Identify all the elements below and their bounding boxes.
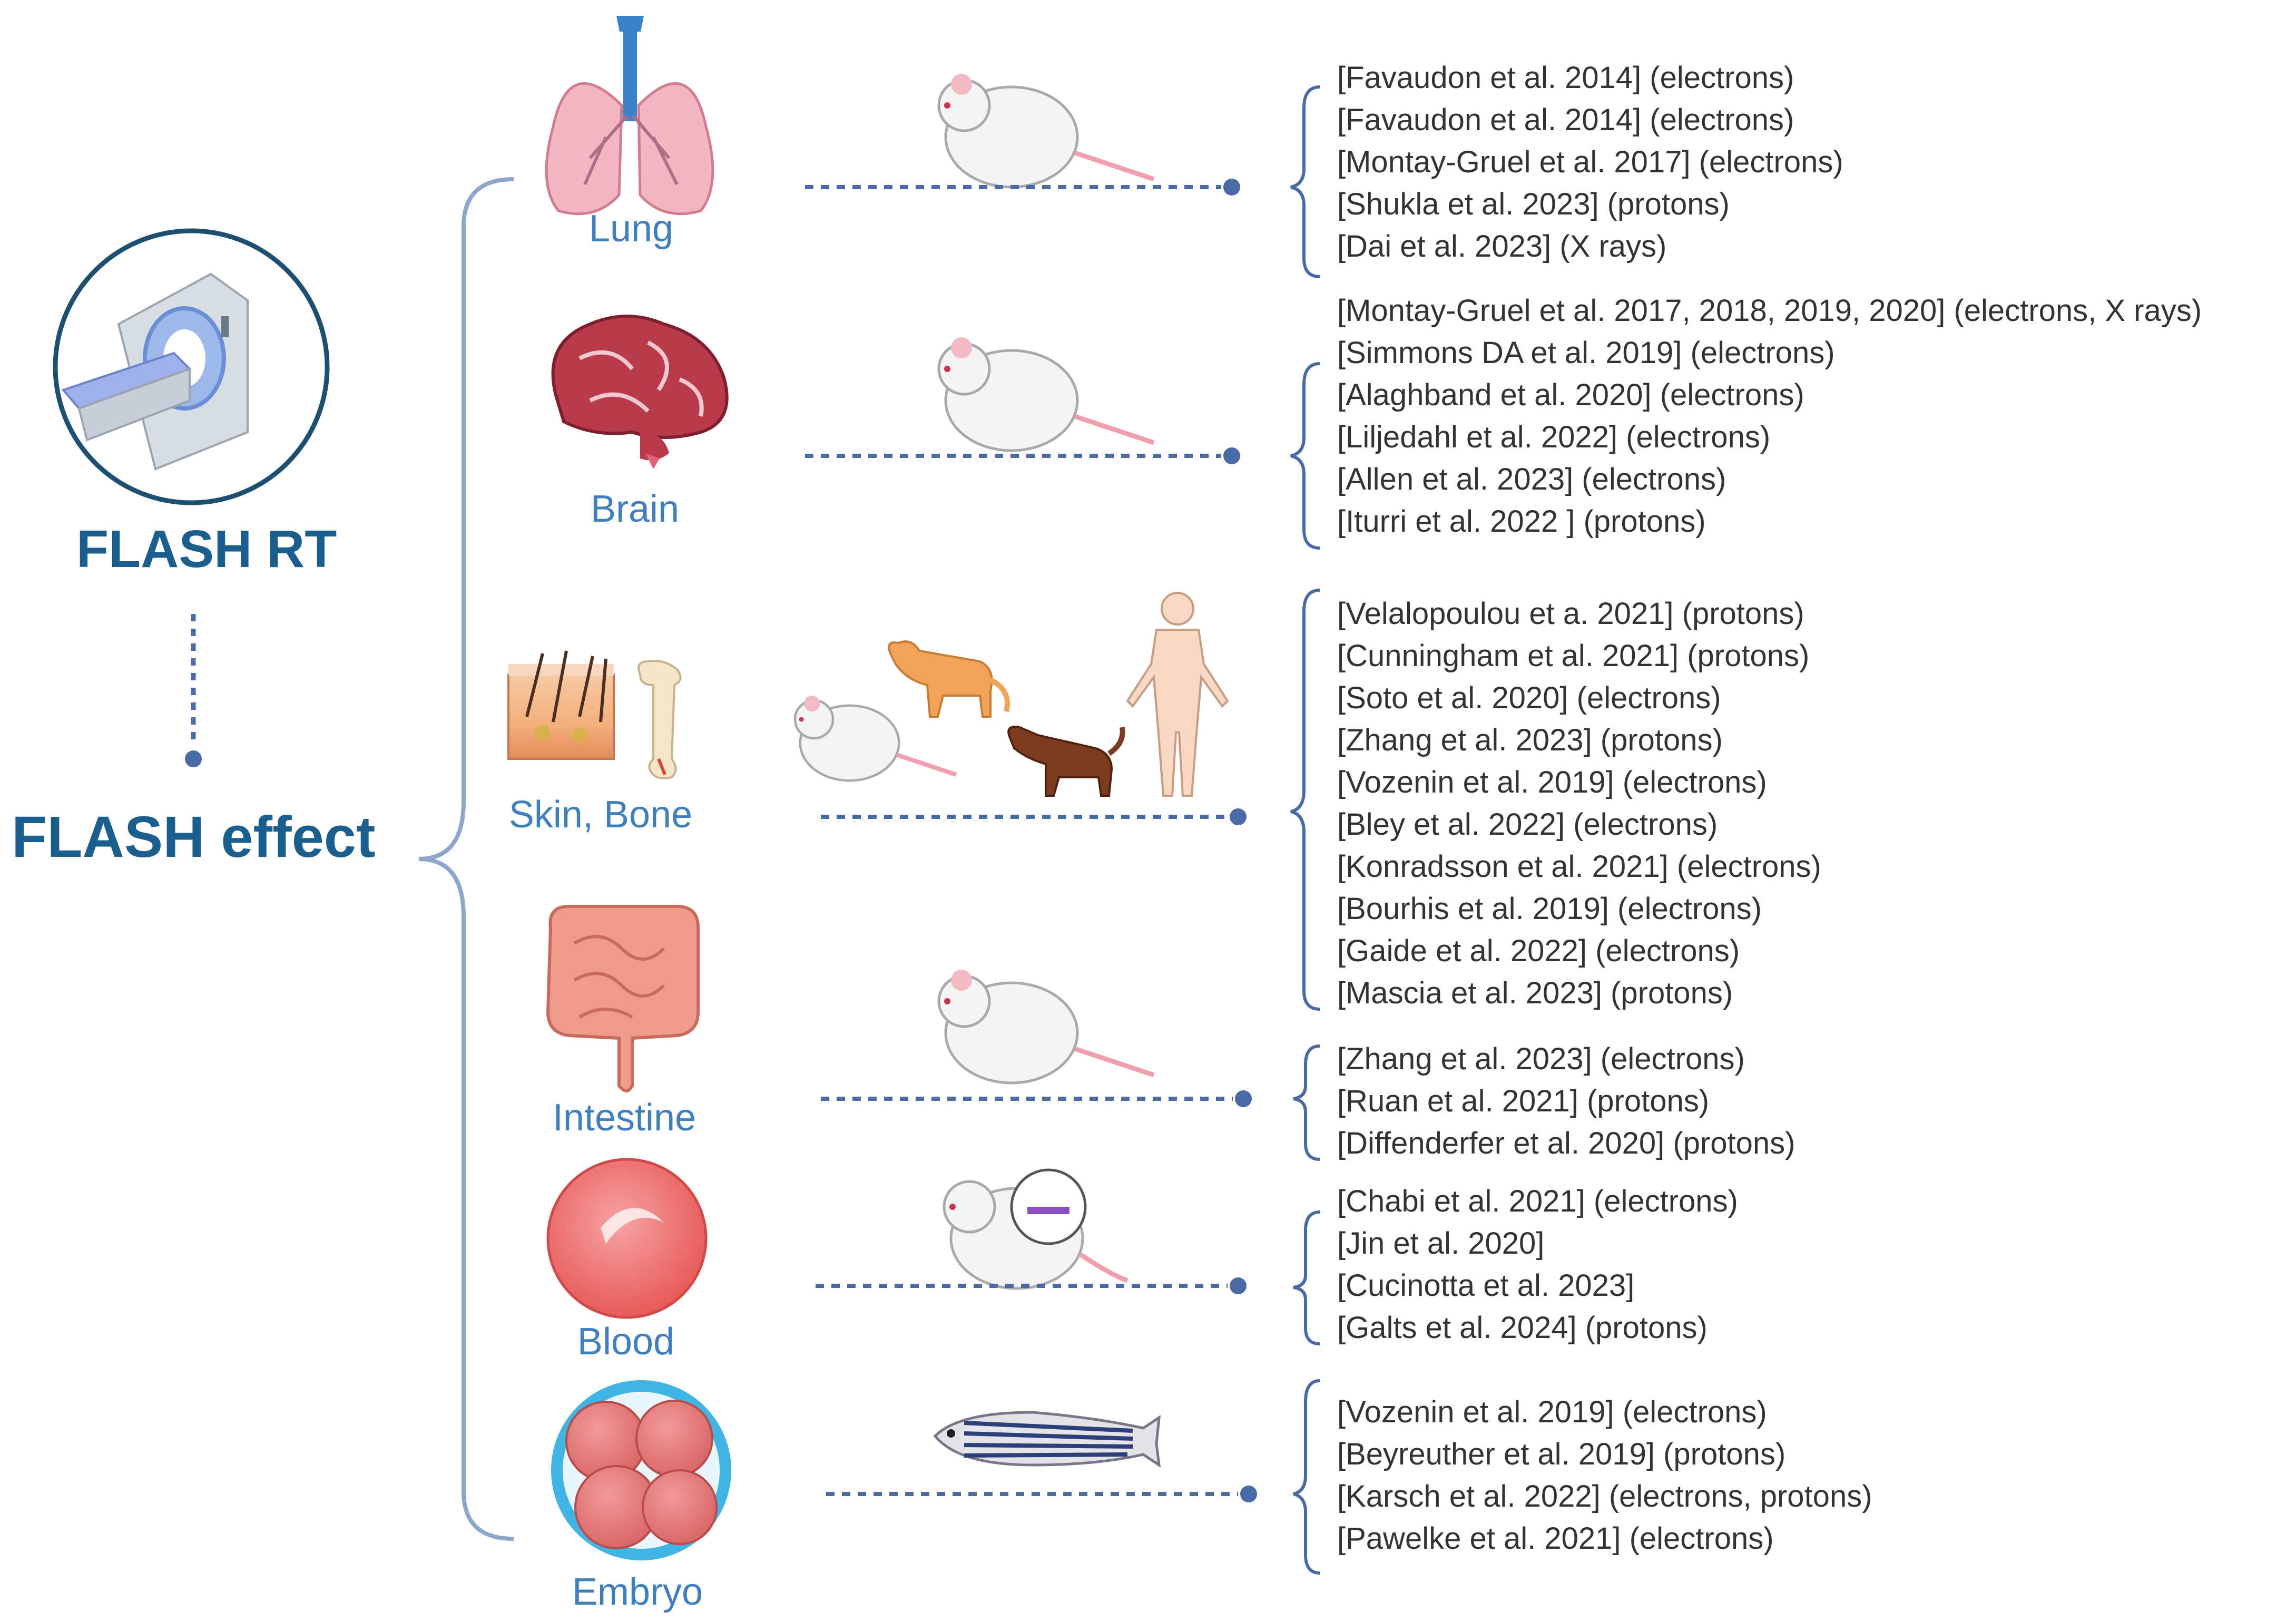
ref-bracket-lung: [1290, 85, 1320, 278]
reference-item: [Cunningham et al. 2021] (protons): [1337, 639, 1810, 673]
reference-list-embryo: [Vozenin et al. 2019] (electrons) [Beyre…: [1337, 1391, 1872, 1560]
reference-item: [Chabi et al. 2021] (electrons): [1337, 1184, 1738, 1218]
ref-bracket-brain: [1290, 362, 1320, 550]
reference-item: [Vozenin et al. 2019] (electrons): [1337, 765, 1767, 799]
reference-item: [Cucinotta et al. 2023]: [1337, 1268, 1635, 1303]
reference-item: [Favaudon et al. 2014] (electrons): [1337, 103, 1794, 137]
reference-item: [Favaudon et al. 2014] (electrons): [1337, 61, 1794, 95]
blood-cell-icon: [546, 1158, 708, 1319]
reference-item: [Shukla et al. 2023] (protons): [1337, 187, 1730, 221]
brain-icon: [551, 315, 729, 469]
organ-label-brain: Brain: [590, 488, 680, 530]
zebrafish-icon: [933, 1411, 1161, 1468]
reference-item: [Jin et al. 2020]: [1337, 1226, 1545, 1261]
reference-item: [Ruan et al. 2021] (protons): [1337, 1084, 1710, 1118]
reference-item: [Velalopoulou et a. 2021] (protons): [1337, 597, 1804, 631]
dog-icon: [1007, 726, 1125, 797]
reference-item: [Diffenderfer et al. 2020] (protons): [1337, 1126, 1795, 1160]
reference-item: [Pawelke et al. 2021] (electrons): [1337, 1521, 1774, 1556]
ref-bracket-intestine: [1293, 1044, 1320, 1161]
ref-bracket-blood: [1293, 1210, 1320, 1345]
reference-item: [Zhang et al. 2023] (electrons): [1337, 1042, 1745, 1076]
flash-effect-title: FLASH effect: [12, 805, 376, 870]
organ-label-embryo: Embryo: [572, 1571, 703, 1613]
flash-connector: [185, 614, 202, 767]
skin-bone-icon: [507, 650, 682, 779]
human-icon: [1126, 592, 1229, 797]
reference-item: [Liljedahl et al. 2022] (electrons): [1337, 420, 1771, 454]
ref-bracket-skin-bone: [1290, 589, 1320, 1011]
reference-item: [Beyreuther et al. 2019] (protons): [1337, 1437, 1786, 1471]
organ-label-intestine: Intestine: [552, 1097, 696, 1139]
reference-item: [Montay-Gruel et al. 2017] (electrons): [1337, 145, 1843, 179]
reference-list-intestine: [Zhang et al. 2023] (electrons) [Ruan et…: [1337, 1038, 1795, 1165]
reference-item: [Dai et al. 2023] (X rays): [1337, 229, 1667, 263]
connector-lung: [805, 179, 1240, 196]
transgenic-mouse-icon: [943, 1168, 1129, 1290]
mouse-icon: [937, 337, 1155, 452]
reference-item: [Konradsson et al. 2021] (electrons): [1337, 849, 1821, 884]
connector-blood: [816, 1277, 1247, 1294]
connector-brain: [805, 447, 1240, 464]
reference-item: [Iturri et al. 2022 ] (protons): [1337, 504, 1706, 539]
reference-item: [Alaghband et al. 2020] (electrons): [1337, 378, 1804, 412]
reference-item: [Vozenin et al. 2019] (electrons): [1337, 1395, 1767, 1429]
reference-item: [Allen et al. 2023] (electrons): [1337, 462, 1726, 496]
mri-scanner-icon: [53, 228, 330, 505]
reference-item: [Zhang et al. 2023] (protons): [1337, 723, 1723, 757]
organ-label-lung: Lung: [588, 208, 674, 250]
connector-embryo: [826, 1486, 1257, 1502]
flash-rt-title: FLASH RT: [76, 520, 337, 579]
reference-item: [Bourhis et al. 2019] (electrons): [1337, 892, 1762, 926]
embryo-icon: [551, 1380, 731, 1560]
reference-item: [Karsch et al. 2022] (electrons, protons…: [1337, 1479, 1872, 1513]
reference-item: [Mascia et al. 2023] (protons): [1337, 976, 1733, 1010]
connector-skin-bone: [821, 808, 1247, 825]
connector-intestine: [821, 1090, 1252, 1107]
main-bracket: [418, 177, 514, 1541]
lung-icon: [545, 16, 714, 216]
reference-item: [Simmons DA et al. 2019] (electrons): [1337, 336, 1835, 370]
cat-icon: [888, 640, 1010, 718]
mouse-icon: [937, 970, 1155, 1085]
mouse-icon: [793, 696, 957, 782]
reference-item: [Bley et al. 2022] (electrons): [1337, 807, 1718, 842]
ref-bracket-embryo: [1293, 1379, 1320, 1575]
reference-list-skin-bone: [Velalopoulou et a. 2021] (protons) [Cun…: [1337, 593, 1821, 1014]
reference-item: [Soto et al. 2020] (electrons): [1337, 681, 1721, 715]
organ-label-skin-bone: Skin, Bone: [508, 794, 693, 836]
reference-item: [Gaide et al. 2022] (electrons): [1337, 934, 1740, 968]
intestine-icon: [546, 905, 700, 1092]
reference-list-lung: [Favaudon et al. 2014] (electrons) [Fava…: [1337, 57, 1843, 268]
organ-label-blood: Blood: [577, 1321, 675, 1363]
reference-item: [Galts et al. 2024] (protons): [1337, 1311, 1708, 1345]
mouse-icon: [937, 74, 1155, 189]
reference-list-brain: [Montay-Gruel et al. 2017, 2018, 2019, 2…: [1337, 290, 2202, 543]
reference-list-blood: [Chabi et al. 2021] (electrons) [Jin et …: [1337, 1180, 1738, 1349]
reference-item: [Montay-Gruel et al. 2017, 2018, 2019, 2…: [1337, 294, 2202, 328]
